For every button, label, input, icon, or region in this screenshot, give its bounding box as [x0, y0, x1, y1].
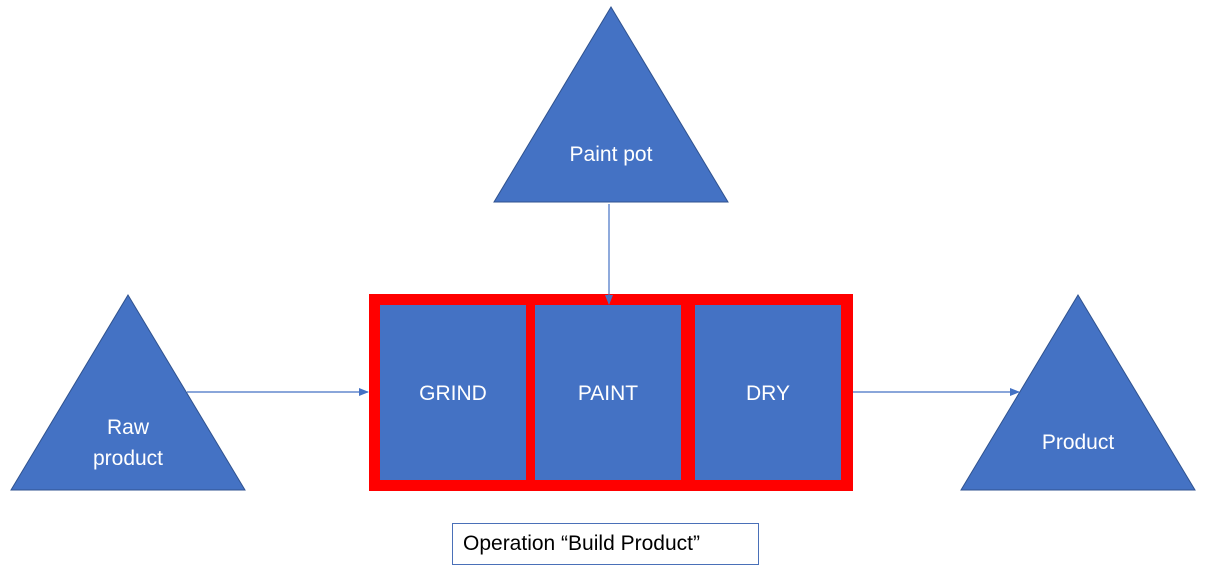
paint-pot-node[interactable]: Paint pot [493, 6, 729, 203]
operation-container[interactable]: GRIND PAINT DRY [369, 294, 853, 491]
step-dry-label: DRY [746, 382, 790, 405]
step-paint-label: PAINT [578, 382, 638, 405]
step-paint[interactable]: PAINT [535, 305, 681, 480]
operation-caption: Operation “Build Product” [463, 532, 700, 555]
step-dry[interactable]: DRY [695, 305, 841, 480]
product-label: Product [1042, 431, 1115, 454]
paint-pot-label: Paint pot [570, 143, 653, 166]
step-paint-box [535, 305, 681, 480]
paint-pot-triangle [493, 6, 729, 203]
raw-product-triangle [10, 294, 246, 491]
step-dry-box [695, 305, 841, 480]
step-grind-label: GRIND [419, 382, 487, 405]
raw-product-node[interactable]: Raw product [10, 294, 246, 491]
product-node[interactable]: Product [960, 294, 1196, 491]
operation-caption-box: Operation “Build Product” [452, 523, 759, 565]
raw-product-label-line-2: product [93, 447, 163, 470]
raw-product-label-line-1: Raw [107, 416, 150, 439]
step-grind[interactable]: GRIND [380, 305, 526, 480]
step-grind-box [380, 305, 526, 480]
